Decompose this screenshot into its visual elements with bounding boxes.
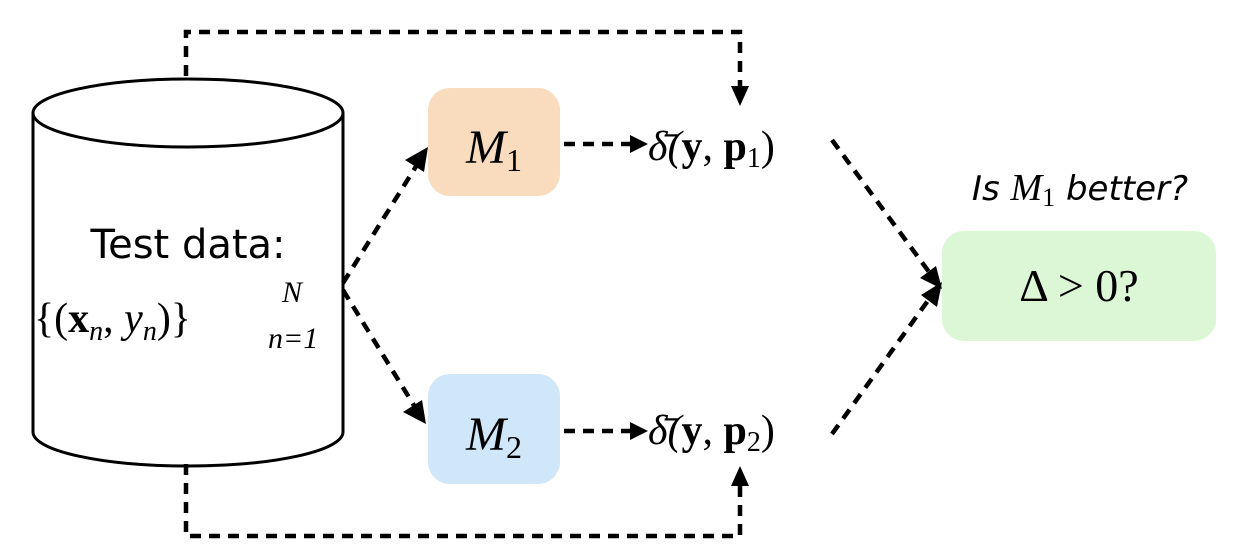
model-1-label: M1 [465, 121, 522, 178]
model-2-symbol: M [465, 408, 509, 461]
metric-1-label: δ̄(y, p1) [648, 124, 775, 174]
arrowhead-db-top-loop [731, 86, 749, 106]
arrowhead-db-bottom-loop [731, 466, 749, 486]
model-2-index: 2 [506, 429, 522, 465]
arrow-db-bottom-loop [183, 464, 743, 539]
result-label: Δ > 0? [1019, 260, 1138, 311]
set-x-subscript: n [89, 316, 103, 347]
question-suffix: better? [1055, 169, 1188, 209]
arrowhead-db-to-model-2 [403, 400, 426, 424]
test-data-label: Test data: [89, 222, 285, 268]
arrowhead-model-2-to-metric-2 [630, 422, 648, 440]
arrowhead-db-to-model-1 [405, 147, 428, 172]
metric-2-y: y [682, 408, 703, 454]
metric-1-y: y [682, 124, 703, 170]
set-subscript: n=1 [268, 322, 318, 355]
arrow-metric-1-to-result [830, 138, 934, 278]
arrow-db-to-model-1 [341, 158, 422, 285]
arrow-db-to-model-2 [341, 288, 420, 414]
test-data-set-expression: {(xn, yn)} [34, 296, 191, 347]
metric-2-prefix: δ̄( [648, 408, 685, 454]
model-1-symbol: M [465, 121, 509, 174]
question-symbol: M [1009, 167, 1044, 209]
set-y-symbol: y [120, 296, 143, 342]
arrowhead-model-1-to-metric-1 [630, 135, 648, 153]
metric-2-p: p [724, 408, 747, 454]
model-2-box [428, 374, 560, 484]
connections [183, 29, 942, 539]
metric-2-suffix: ) [761, 408, 775, 454]
cylinder-top [31, 77, 345, 149]
set-x-symbol: x [68, 296, 89, 342]
model-1-box [428, 88, 560, 196]
model-2-label: M2 [465, 408, 522, 465]
metric-1-sep: , [703, 124, 724, 170]
set-separator: , [103, 296, 124, 342]
arrow-db-top-loop [183, 29, 743, 90]
set-close: )} [157, 296, 191, 342]
set-y-subscript: n [143, 316, 157, 347]
result-box [942, 231, 1216, 341]
arrow-metric-2-to-result [830, 293, 934, 436]
metric-2-label: δ̄(y, p2) [648, 408, 775, 458]
set-superscript: N [281, 276, 304, 309]
metric-1-prefix: δ̄( [648, 124, 685, 170]
test-data-cylinder [31, 77, 345, 468]
question-index: 1 [1042, 183, 1055, 212]
metric-1-index: 1 [747, 143, 761, 174]
metric-1-p: p [724, 124, 747, 170]
question-prefix: Is [972, 169, 1011, 209]
question-label: Is M1 better? [972, 167, 1188, 212]
metric-1-suffix: ) [761, 124, 775, 170]
model-1-index: 1 [506, 142, 522, 178]
metric-2-index: 2 [747, 427, 761, 458]
metric-2-sep: , [703, 408, 724, 454]
arrowhead-metric-1-to-result [920, 266, 942, 289]
arrowhead-metric-2-to-result [921, 282, 942, 307]
set-open: {( [34, 296, 68, 342]
